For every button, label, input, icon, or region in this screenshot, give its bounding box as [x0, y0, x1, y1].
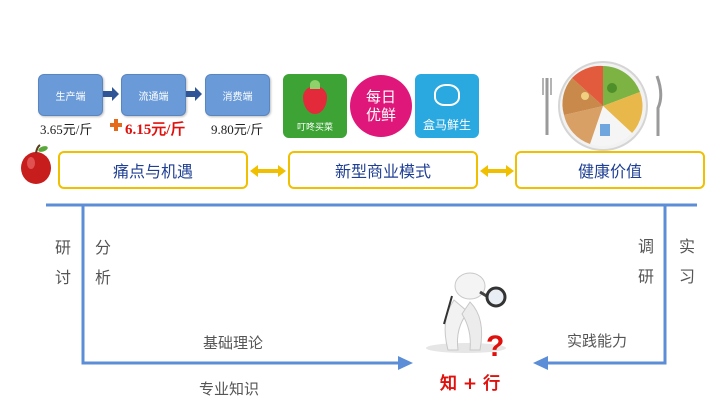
missfresh-logo-line2: 优鲜	[365, 106, 396, 124]
label-practical-ability: 实践能力	[567, 332, 628, 350]
label-basic-theory: 基础理论	[203, 334, 264, 352]
theme-double-arrows	[250, 165, 514, 177]
apple-icon	[21, 144, 51, 184]
price-consumption: 9.80元/斤	[211, 122, 264, 137]
theme-health-value: 健康价值	[515, 151, 705, 189]
right-path-line	[548, 205, 667, 365]
left-path-line	[81, 205, 398, 365]
dingdong-logo-text: 叮咚买菜	[296, 123, 333, 133]
label-internship: 实 习	[678, 237, 695, 286]
label-professional-knowledge: 专业知识	[199, 380, 260, 398]
hema-logo-text: 盒马鲜生	[422, 118, 471, 132]
stage-circulation-box: 流通端	[121, 74, 186, 116]
price-production: 3.65元/斤	[40, 122, 93, 137]
label-research-discuss: 研 讨	[54, 238, 71, 287]
hippo-icon	[434, 84, 460, 106]
label-investigate: 调 研	[637, 237, 654, 286]
missfresh-logo: 每日 优鲜	[349, 74, 413, 138]
right-arrowhead	[533, 356, 548, 370]
stage-consumption-box: 消费端	[205, 74, 270, 116]
stage-label: 流通端	[138, 91, 169, 103]
theme-label: 新型商业模式	[334, 162, 431, 181]
radish-icon	[303, 86, 327, 114]
hema-logo: 盒马鲜生	[415, 74, 479, 138]
theme-label: 痛点与机遇	[112, 162, 193, 181]
thinking-person-icon	[426, 272, 507, 353]
theme-label: 健康价值	[577, 162, 642, 181]
healthy-food-plate-icon	[542, 61, 663, 151]
plus-icon	[110, 119, 122, 131]
stage-label: 消费端	[222, 91, 253, 103]
left-arrowhead	[398, 356, 413, 370]
stage-label: 生产端	[55, 91, 86, 103]
missfresh-logo-line1: 每日	[365, 88, 396, 106]
price-circulation: 6.15元/斤	[125, 122, 186, 138]
theme-pain-points-opportunities: 痛点与机遇	[58, 151, 248, 189]
question-mark: ?	[486, 330, 504, 363]
stage-production-box: 生产端	[38, 74, 103, 116]
dingdong-logo: 叮咚买菜	[283, 74, 347, 138]
flow-arrows	[103, 87, 202, 101]
label-analyze: 分 析	[94, 238, 111, 287]
theme-new-business-model: 新型商业模式	[288, 151, 478, 189]
label-knowledge-action: 知 + 行	[440, 374, 501, 394]
